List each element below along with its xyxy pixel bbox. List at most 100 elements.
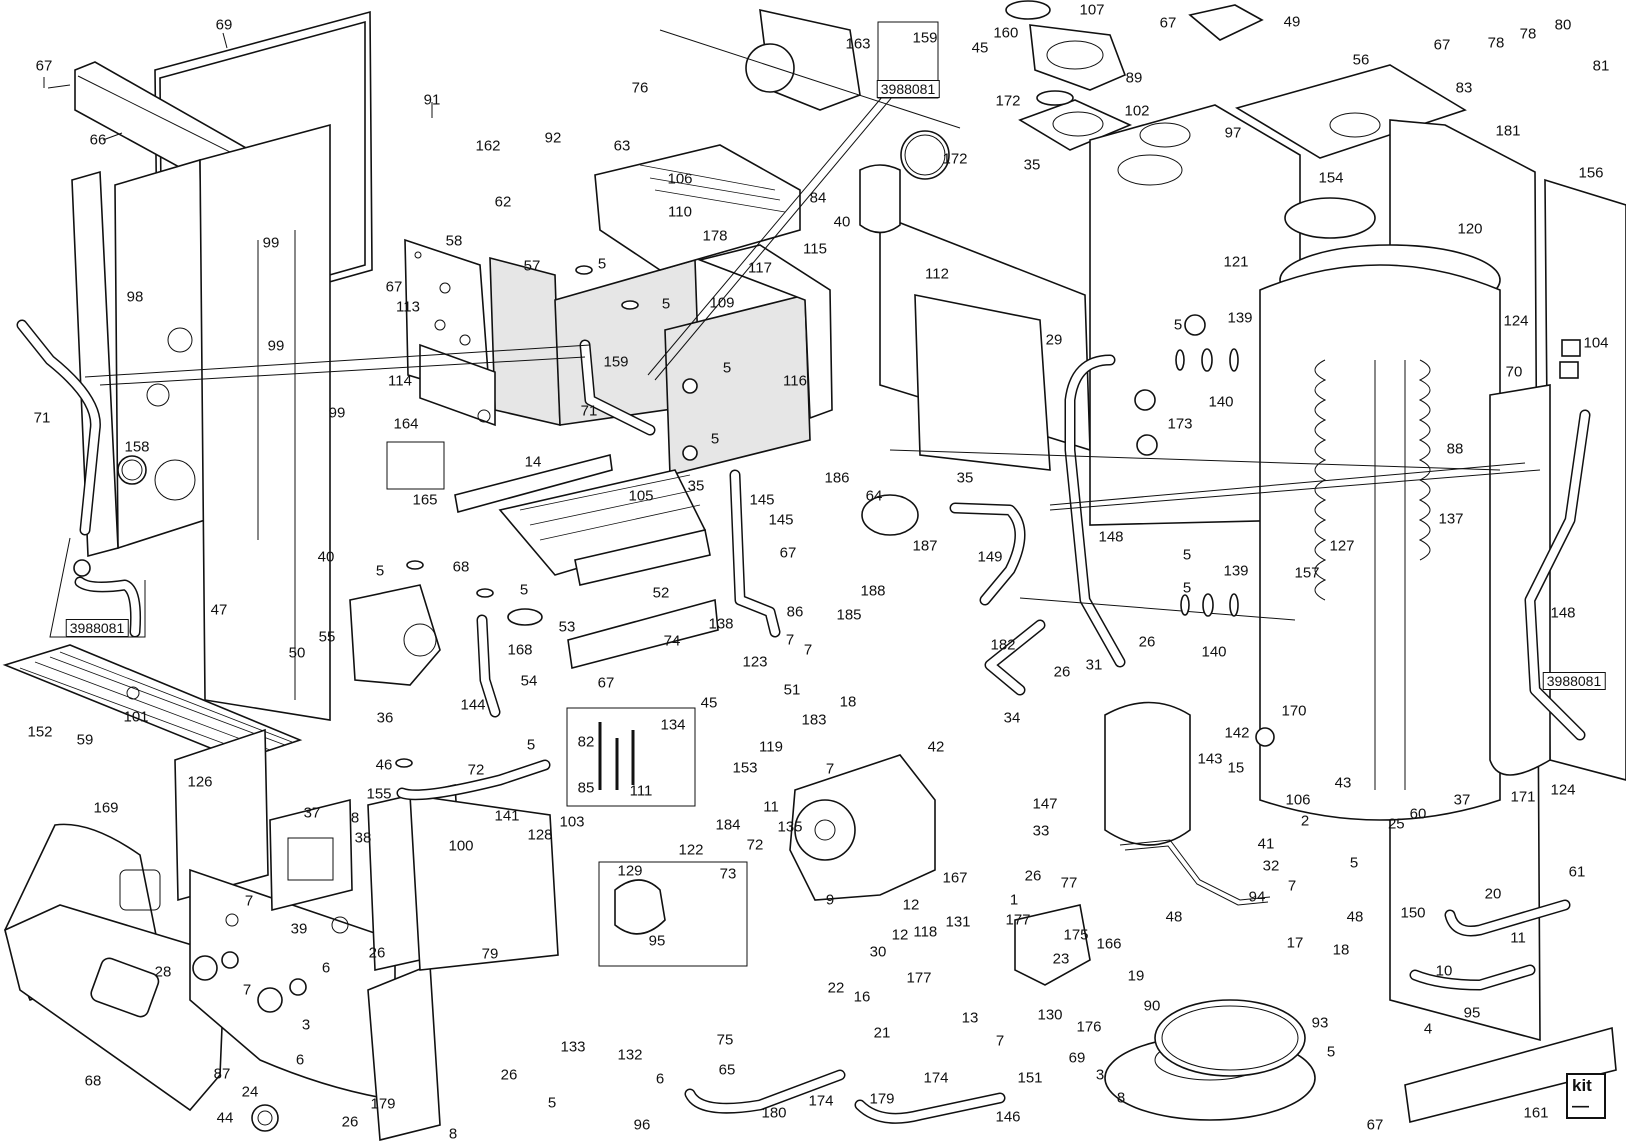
pipe-54 — [476, 614, 501, 718]
gas-valve-144 — [349, 584, 441, 686]
callout: 160 — [993, 24, 1019, 42]
flue-pipe-84 — [859, 164, 901, 234]
seal-172 — [1036, 90, 1074, 106]
callout: 59 — [76, 731, 94, 749]
callout: 116 — [783, 372, 807, 390]
callout: 38 — [354, 829, 372, 847]
callout: 3 — [301, 1016, 311, 1034]
pump-head-32 — [614, 879, 666, 935]
callout: 139 — [1227, 309, 1253, 327]
callout: 83 — [1455, 79, 1473, 97]
callout: 7 — [785, 631, 795, 649]
manifold-14 — [454, 453, 613, 514]
callout: 139 — [1223, 562, 1249, 580]
callout: 124 — [1503, 312, 1529, 330]
callout: 179 — [370, 1095, 396, 1113]
callout: 45 — [971, 39, 989, 57]
seal-172b — [900, 130, 950, 180]
callout: 11 — [1510, 929, 1526, 947]
bottom-trim-108 — [1404, 1026, 1617, 1123]
callout: 134 — [660, 716, 686, 734]
callout: 142 — [1224, 724, 1250, 742]
callout: 5 — [597, 255, 607, 273]
callout: 61 — [1568, 863, 1586, 881]
callout: 140 — [1201, 643, 1227, 661]
pipe-182 — [984, 619, 1046, 696]
callout: 149 — [977, 548, 1003, 566]
callout: 161 — [1523, 1104, 1549, 1122]
callout: 7 — [244, 892, 254, 910]
pipe-85 — [396, 759, 551, 801]
callout: 98 — [126, 288, 144, 306]
callout: 54 — [520, 672, 538, 690]
gauge-158 — [117, 455, 147, 485]
callout: 24 — [241, 1083, 259, 1101]
callout: 33 — [1032, 822, 1050, 840]
callout: 68 — [452, 558, 470, 576]
callout: 106 — [667, 170, 693, 188]
callout: 3 — [1095, 1066, 1105, 1084]
callout: 88 — [1446, 440, 1464, 458]
callout: 112 — [925, 265, 949, 283]
callout: 148 — [1550, 604, 1576, 622]
callout: 26 — [341, 1113, 359, 1131]
callout: 135 — [777, 818, 803, 836]
callout: 118 — [913, 923, 938, 941]
callout: 51 — [783, 681, 801, 699]
callout: 6 — [295, 1051, 305, 1069]
callout: 94 — [1248, 888, 1266, 906]
grille-59 — [2, 644, 303, 761]
callout: 106 — [1285, 791, 1311, 809]
callout: 49 — [1283, 13, 1301, 31]
callout: 173 — [1167, 415, 1193, 433]
callout: 147 — [1032, 795, 1058, 813]
callout: 53 — [558, 618, 576, 636]
front-cover-75 — [4, 823, 226, 1112]
callout: 7 — [1287, 877, 1297, 895]
callout: 63 — [613, 137, 631, 155]
callout: 163 — [845, 35, 871, 53]
callout: 56 — [1352, 51, 1370, 69]
callout: 119 — [759, 738, 783, 756]
reference-code-box: 3988081 — [876, 80, 940, 98]
pump-kit-box — [598, 861, 748, 967]
callout: 5 — [1349, 854, 1359, 872]
callout: 176 — [1076, 1018, 1102, 1036]
callout: 96 — [633, 1116, 651, 1134]
callout: 7 — [825, 760, 835, 778]
callout: 65 — [718, 1061, 736, 1079]
callout: 166 — [1096, 935, 1122, 953]
callout: 40 — [317, 548, 335, 566]
callout: 115 — [803, 240, 827, 258]
callout: 39 — [290, 920, 308, 938]
callout: 114 — [388, 372, 412, 390]
callout: 45 — [700, 694, 718, 712]
callout: 111 — [629, 782, 653, 800]
callout: 7 — [803, 641, 813, 659]
callout: 48 — [1346, 908, 1364, 926]
pipe-150 — [1119, 839, 1271, 906]
top-cover-49 — [1188, 4, 1264, 41]
callout: 92 — [544, 129, 562, 147]
insulation-panel-57 — [489, 256, 561, 427]
callout: 148 — [1098, 528, 1124, 546]
callout: 36 — [376, 709, 394, 727]
callout: 177 — [906, 969, 932, 987]
callout: 67 — [597, 674, 615, 692]
callout: 69 — [1068, 1049, 1086, 1067]
callout: 85 — [577, 779, 595, 797]
callout: 42 — [927, 738, 945, 756]
callout: 156 — [1578, 164, 1604, 182]
pipe-145-left — [74, 576, 141, 638]
callout: 87 — [213, 1065, 231, 1083]
gasket-130 — [1154, 999, 1306, 1077]
callout: 16 — [853, 988, 871, 1006]
callout: 78 — [1519, 25, 1537, 43]
callout: 184 — [715, 816, 741, 834]
callout: 130 — [1037, 1006, 1063, 1024]
callout: 153 — [732, 759, 758, 777]
pipe-148 — [1064, 354, 1126, 668]
callout: 174 — [923, 1069, 949, 1087]
callout: 71 — [33, 409, 51, 427]
